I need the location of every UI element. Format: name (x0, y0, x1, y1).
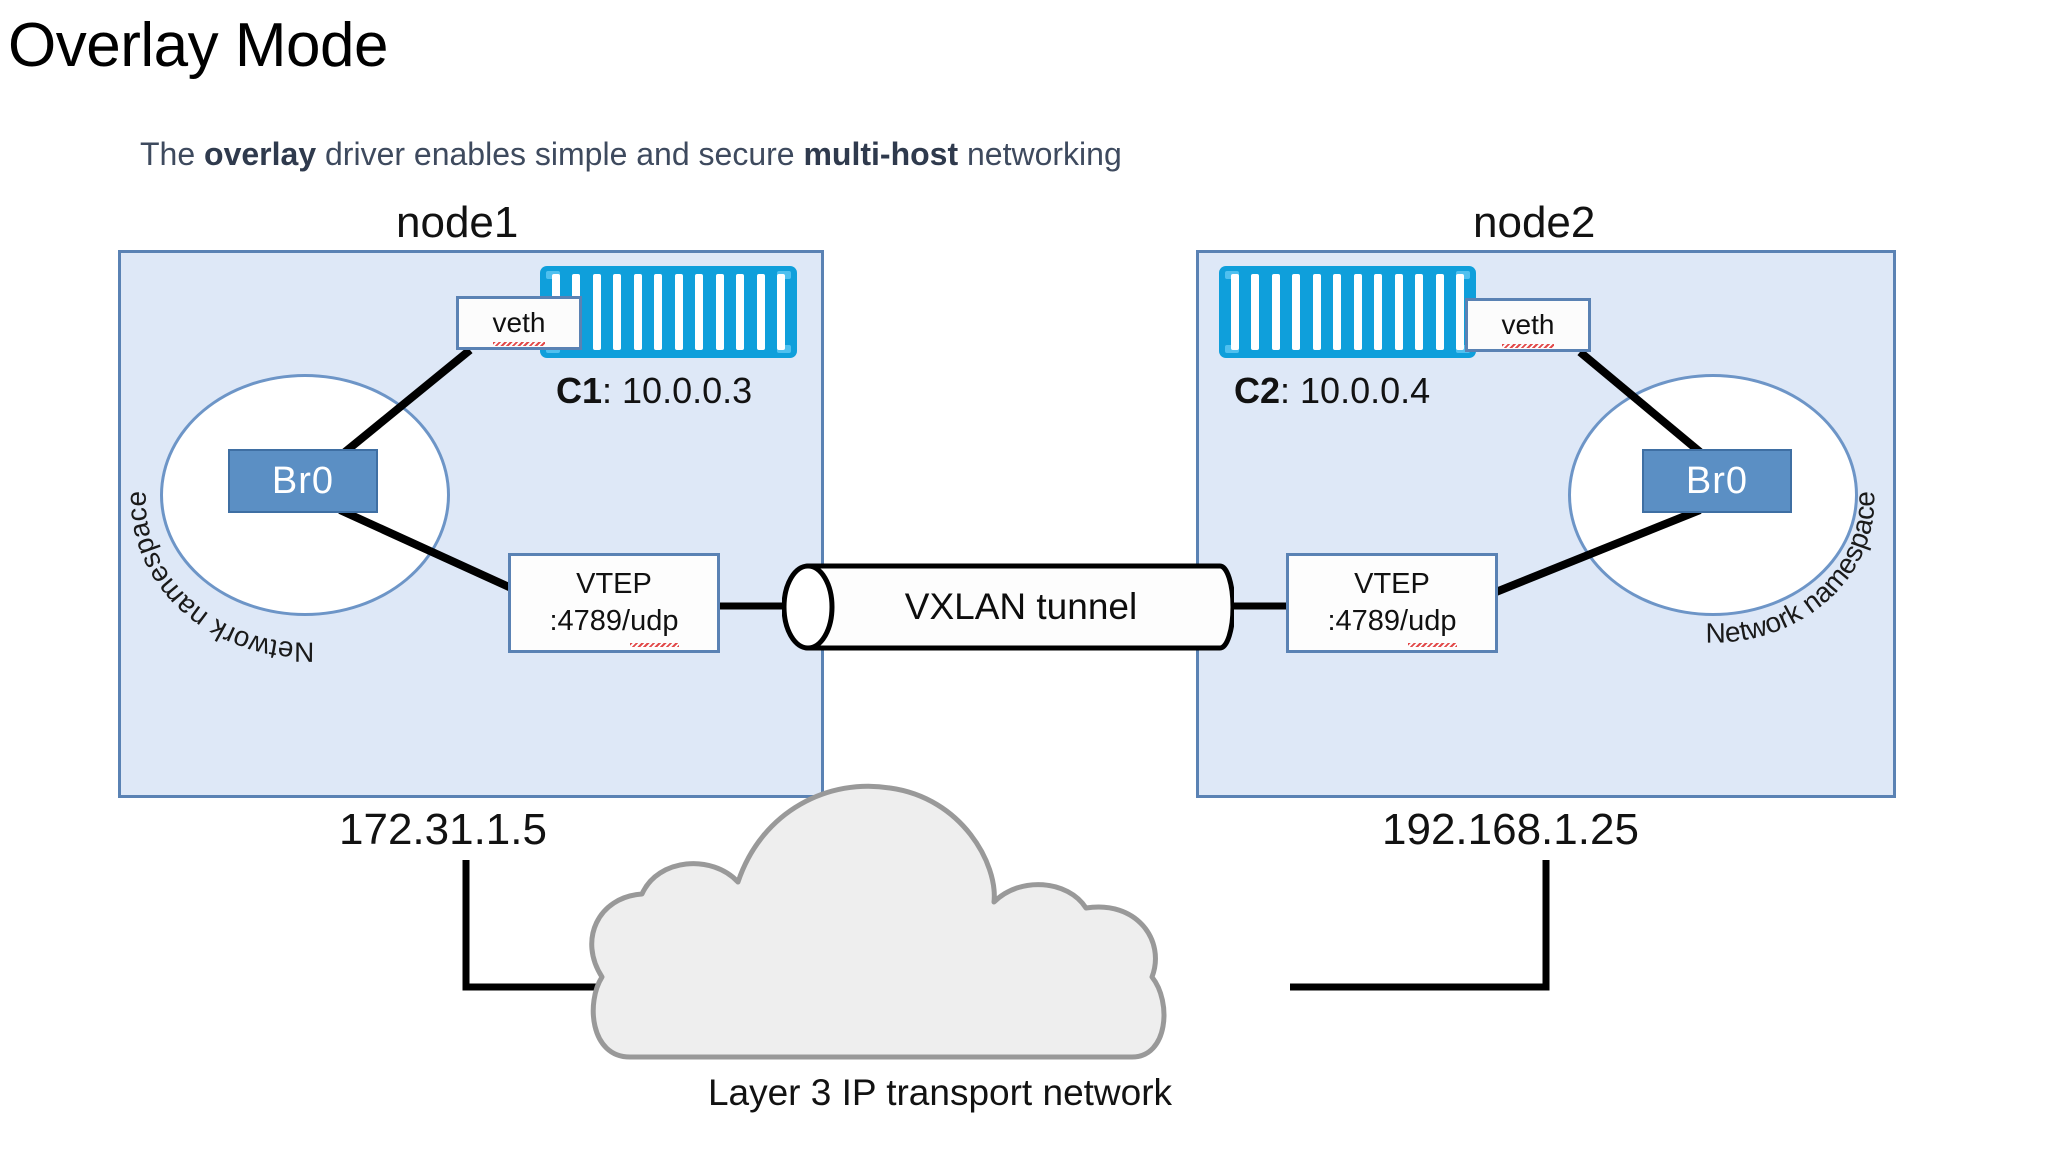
node2-namespace-label-text: Network namespace (1705, 491, 1880, 649)
node2-container-icon (1219, 266, 1476, 358)
subtitle-part-2: driver enables simple and secure (316, 136, 804, 172)
node1-vtep-title: VTEP (576, 567, 652, 600)
node1-namespace-textpath: Network namespace (121, 491, 315, 668)
node1-vtep-port-proto: udp (630, 603, 679, 648)
node2-container-label: C2: 10.0.0.4 (1234, 370, 1430, 412)
node1-container-label: C1: 10.0.0.3 (556, 370, 752, 412)
node1-container-ip: : 10.0.0.3 (602, 370, 753, 411)
node1-vtep-port: :4789/udp (549, 603, 679, 648)
vxlan-tunnel: VXLAN tunnel (781, 563, 1236, 651)
container-stripes (1231, 274, 1464, 350)
node1-title: node1 (396, 198, 519, 247)
node2-namespace-textpath: Network namespace (1705, 491, 1880, 649)
subtitle-part-1: The (140, 136, 205, 172)
transport-network-cloud (580, 772, 1300, 1062)
node1-bridge-box: Br0 (228, 449, 378, 513)
node2-vtep-port-proto: udp (1408, 603, 1457, 648)
node1-vtep-port-prefix: :4789/ (549, 605, 631, 637)
node1-veth-label: veth (492, 307, 546, 346)
container-stripes (552, 274, 785, 350)
subtitle-bold-overlay: overlay (204, 136, 317, 172)
node1-veth-box: veth (456, 296, 582, 350)
node2-host-ip: 192.168.1.25 (1382, 805, 1639, 854)
vxlan-tunnel-label: VXLAN tunnel (904, 586, 1138, 627)
cloud-label: Layer 3 IP transport network (707, 1072, 1173, 1113)
node2-bridge-label: Br0 (1685, 459, 1749, 502)
node2-vtep-title: VTEP (1354, 567, 1430, 600)
node2-title: node2 (1473, 198, 1596, 247)
node1-host-ip: 172.31.1.5 (339, 805, 547, 854)
node2-vtep-box: VTEP :4789/udp (1286, 553, 1498, 653)
subtitle-part-3: networking (958, 136, 1122, 172)
cloud-shape (589, 783, 1167, 1060)
node2-veth-box: veth (1465, 298, 1591, 352)
node2-veth-label: veth (1501, 309, 1555, 348)
node1-bridge-label: Br0 (271, 459, 335, 502)
node2-vtep-port-prefix: :4789/ (1327, 605, 1409, 637)
subtitle-bold-multihost: multi-host (803, 136, 959, 172)
node1-namespace-label-text: Network namespace (121, 491, 315, 668)
node1-container-icon (540, 266, 797, 358)
node2-container-name: C2 (1234, 370, 1281, 411)
node1-container-name: C1 (556, 370, 603, 411)
wire-node2-host-to-cloud (1290, 860, 1550, 991)
page-title: Overlay Mode (8, 11, 388, 80)
cloud-outline (589, 783, 1167, 1060)
node2-bridge-box: Br0 (1642, 449, 1792, 513)
vxlan-tunnel-shape (781, 563, 1236, 651)
node1-vtep-box: VTEP :4789/udp (508, 553, 720, 653)
node1-namespace-label: Network namespace (121, 491, 315, 668)
subtitle: The overlay driver enables simple and se… (140, 136, 1122, 173)
node2-container-ip: : 10.0.0.4 (1280, 370, 1431, 411)
node2-namespace-label: Network namespace (1705, 491, 1880, 649)
node2-vtep-port: :4789/udp (1327, 603, 1457, 648)
